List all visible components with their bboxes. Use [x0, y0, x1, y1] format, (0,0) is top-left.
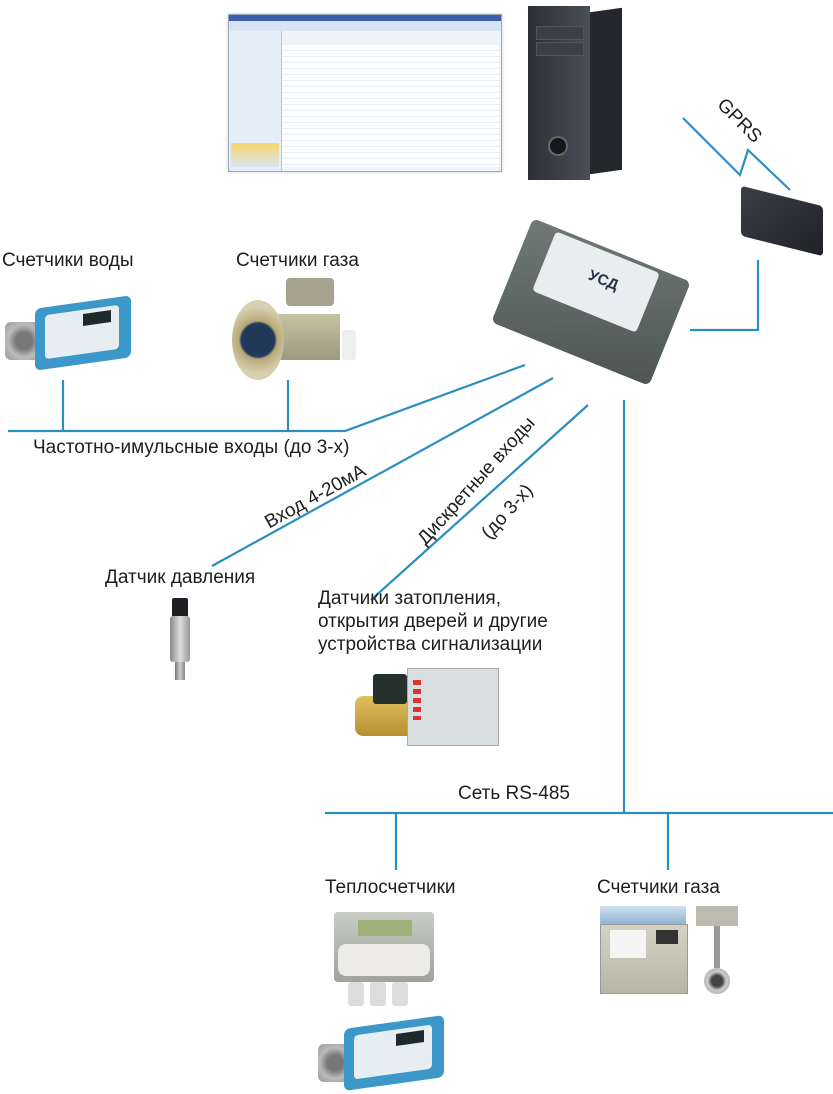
heat-meters-label: Теплосчетчики — [325, 877, 456, 898]
pulse-bus — [8, 363, 526, 433]
gas-meters-label-bottom: Счетчики газа — [597, 877, 720, 898]
discrete-link — [370, 404, 589, 601]
heat-meter-icon — [330, 908, 438, 1010]
gprs-link — [682, 117, 791, 191]
rs485-label: Сеть RS-485 — [458, 783, 570, 804]
pulse-inputs-label: Частотно-имульсные входы (до 3-х) — [33, 437, 350, 458]
alarm-sensors-label-line1: Датчики затопления, — [318, 588, 501, 609]
analog-link — [211, 377, 554, 567]
water-meters-label: Счетчики воды — [2, 250, 134, 271]
water-meter-bottom-icon — [318, 1014, 448, 1092]
usd-device: УСД — [491, 210, 691, 390]
software-screenshot — [228, 14, 502, 172]
gas-meter-rs485-icon — [596, 906, 746, 1002]
gas-meters-label-top: Счетчики газа — [236, 250, 359, 271]
water-meter-icon — [5, 290, 135, 380]
pc-tower-icon — [528, 6, 624, 180]
alarm-sensors-label-line2: открытия дверей и другие — [318, 611, 548, 632]
alarm-sensors-icon — [355, 662, 505, 750]
pressure-sensor-icon — [168, 598, 192, 682]
modem-usd-link — [690, 260, 760, 332]
gas-meter-turbine-icon — [232, 272, 372, 384]
gprs-modem-icon — [735, 180, 831, 262]
alarm-sensors-label-line3: устройства сигнализации — [318, 634, 543, 655]
pressure-sensor-label: Датчик давления — [105, 567, 256, 588]
